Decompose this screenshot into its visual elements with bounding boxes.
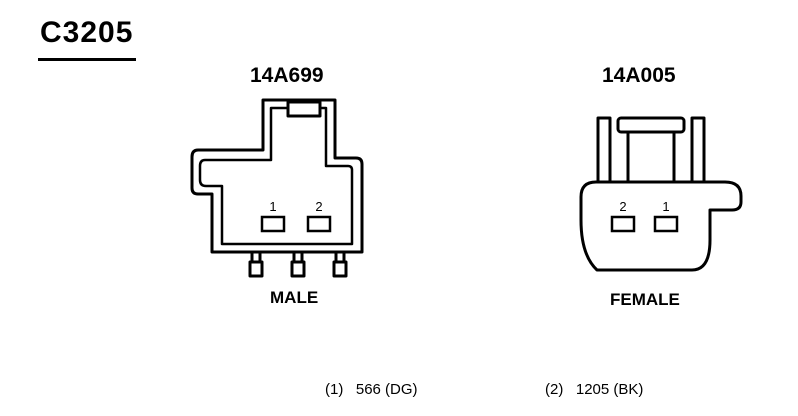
- male-pin-1-cavity: [260, 215, 286, 233]
- legend-pin: (1): [325, 381, 344, 398]
- male-part-number: 14A699: [250, 64, 324, 87]
- female-pin-cavities: [610, 215, 679, 233]
- legend-pin: (2): [545, 381, 564, 398]
- male-pin-2-label: 2: [315, 199, 322, 214]
- legend-item-2: (2) 1205 (BK): [545, 381, 643, 398]
- male-connector-drawing: [190, 98, 364, 278]
- female-connector-drawing: [579, 116, 743, 272]
- female-pin-2-label: 2: [619, 199, 626, 214]
- female-pin-1-cavity: [653, 215, 679, 233]
- legend-circuit: 1205 (BK): [575, 381, 644, 398]
- legend-circuit: 566 (DG): [355, 381, 418, 398]
- male-label: MALE: [270, 288, 319, 307]
- title-underline: [38, 58, 136, 61]
- male-pin-cavities: [260, 215, 332, 233]
- female-pin-1-label: 1: [662, 199, 669, 214]
- legend-item-1: (1) 566 (DG): [325, 381, 418, 398]
- female-part-number: 14A005: [602, 64, 676, 87]
- connector-id-title: C3205: [40, 16, 134, 49]
- female-label: FEMALE: [610, 290, 680, 309]
- male-pin-1-label: 1: [269, 199, 276, 214]
- male-pin-2-cavity: [306, 215, 332, 233]
- female-pin-2-cavity: [610, 215, 636, 233]
